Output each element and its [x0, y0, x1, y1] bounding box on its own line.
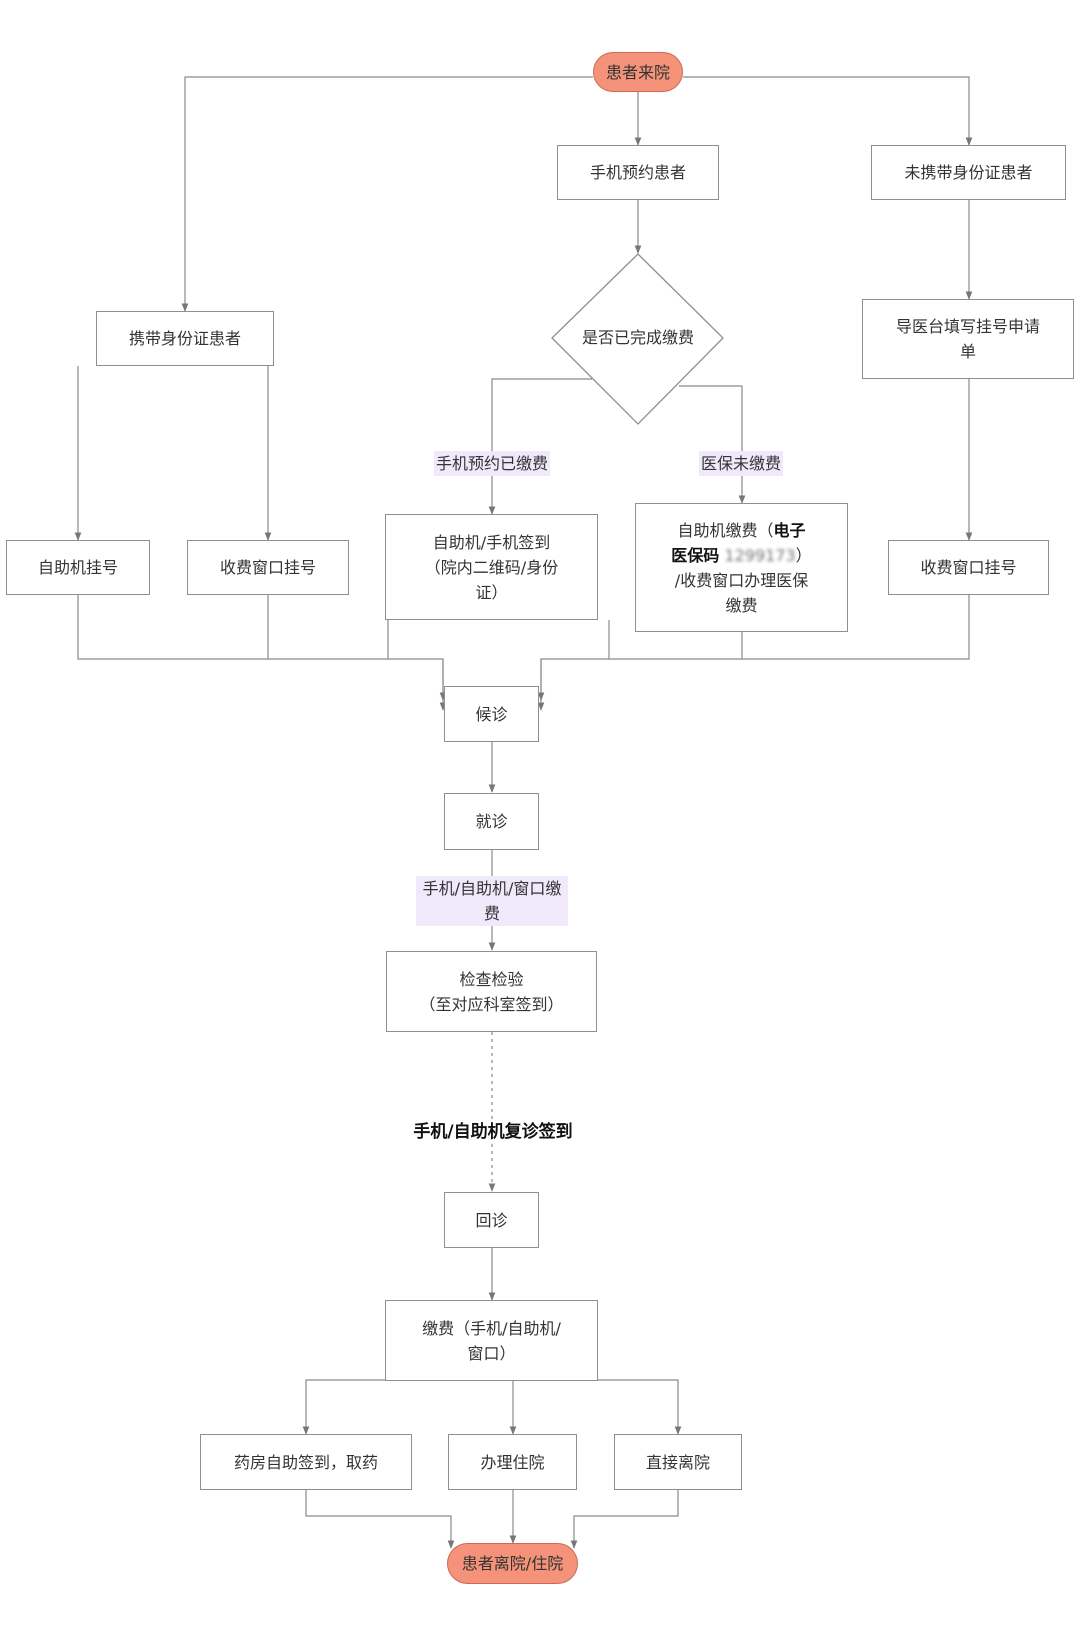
discharge-direct-node: 直接离院: [614, 1434, 742, 1490]
checkin-label: 自助机/手机签到 （院内二维码/身份 证）: [424, 532, 559, 602]
waiting-label: 候诊: [475, 704, 508, 724]
no-id-card-node: 未携带身份证患者: [871, 145, 1066, 200]
payment-node: 缴费（手机/自助机/ 窗口）: [385, 1300, 598, 1381]
window-register-right-label: 收费窗口挂号: [920, 558, 1017, 577]
checkin-node: 自助机/手机签到 （院内二维码/身份 证）: [385, 514, 598, 620]
guide-desk-label: 导医台填写挂号申请 单: [895, 317, 1040, 361]
edge-pharmacy-to-end: [305, 1490, 455, 1549]
hospitalization-node: 办理住院: [448, 1434, 577, 1490]
hospitalization-label: 办理住院: [480, 1452, 545, 1472]
payment-label: 缴费（手机/自助机/ 窗口）: [422, 1318, 561, 1363]
self-pay-line1-highlight: 电子: [773, 520, 806, 540]
self-pay-line2: 医保码 1299173）: [671, 543, 811, 568]
payment-decision-label: 是否已完成缴费: [581, 328, 694, 347]
edge-label-insurance-unpaid: 医保未缴费: [699, 451, 783, 476]
window-register-right-node: 收费窗口挂号: [888, 540, 1049, 595]
window-register-left-label: 收费窗口挂号: [219, 558, 316, 577]
discharge-direct-label: 直接离院: [645, 1452, 710, 1472]
self-service-register-node: 自助机挂号: [6, 540, 150, 595]
end-node: 患者离院/住院: [447, 1543, 578, 1584]
consultation-node: 就诊: [444, 793, 539, 850]
self-pay-line1-prefix: 自助机缴费（: [677, 520, 774, 540]
edge-label-paid: 手机预约已缴费: [434, 451, 550, 476]
start-node-label: 患者来院: [605, 62, 670, 82]
guide-desk-node: 导医台填写挂号申请 单: [862, 299, 1074, 379]
self-pay-line3: /收费窗口办理医保: [674, 570, 809, 590]
return-visit-node: 回诊: [444, 1192, 539, 1248]
start-node: 患者来院: [593, 52, 683, 92]
pharmacy-label: 药房自助签到，取药: [233, 1452, 378, 1472]
edge-label-pay-methods: 手机/自助机/窗口缴 费: [416, 876, 568, 926]
waiting-node: 候诊: [444, 686, 539, 742]
end-node-label: 患者离院/住院: [461, 1554, 564, 1573]
consultation-label: 就诊: [475, 812, 508, 831]
decision-diamond: [551, 253, 724, 425]
self-pay-line4: 缴费: [725, 595, 758, 615]
edge-start-to-with-id: [181, 76, 593, 312]
with-id-card-node: 携带身份证患者: [96, 311, 274, 366]
mobile-appointment-node: 手机预约患者: [557, 145, 719, 200]
self-service-register-label: 自助机挂号: [37, 558, 118, 577]
return-visit-label: 回诊: [475, 1210, 508, 1230]
self-pay-line1: 自助机缴费（电子: [677, 518, 805, 543]
edge-payment-to-discharge: [597, 1379, 682, 1435]
mobile-appointment-label: 手机预约患者: [589, 163, 686, 182]
self-pay-line2-blurred: 1299173: [724, 545, 796, 565]
edge-payment-to-pharmacy: [302, 1379, 386, 1435]
examination-label: 检查检验 （至对应科室签到）: [419, 969, 564, 1014]
edge-decision-to-checkin: [488, 378, 592, 515]
self-pay-node: 自助机缴费（电子 医保码 1299173） /收费窗口办理医保 缴费: [635, 503, 848, 632]
pharmacy-node: 药房自助签到，取药: [200, 1434, 412, 1490]
edge-decision-to-selfpay: [679, 385, 746, 504]
self-pay-line2-suffix: ）: [795, 545, 812, 565]
edge-discharge-to-end: [570, 1490, 679, 1549]
self-pay-line2-highlight: 医保码: [671, 545, 720, 565]
window-register-left-node: 收费窗口挂号: [187, 540, 349, 595]
edge-start-to-no-id: [683, 76, 973, 146]
edge-label-revisit-checkin: 手机/自助机复诊签到: [413, 1122, 573, 1142]
no-id-card-label: 未携带身份证患者: [904, 163, 1033, 182]
with-id-card-label: 携带身份证患者: [128, 329, 241, 348]
examination-node: 检查检验 （至对应科室签到）: [386, 951, 597, 1032]
